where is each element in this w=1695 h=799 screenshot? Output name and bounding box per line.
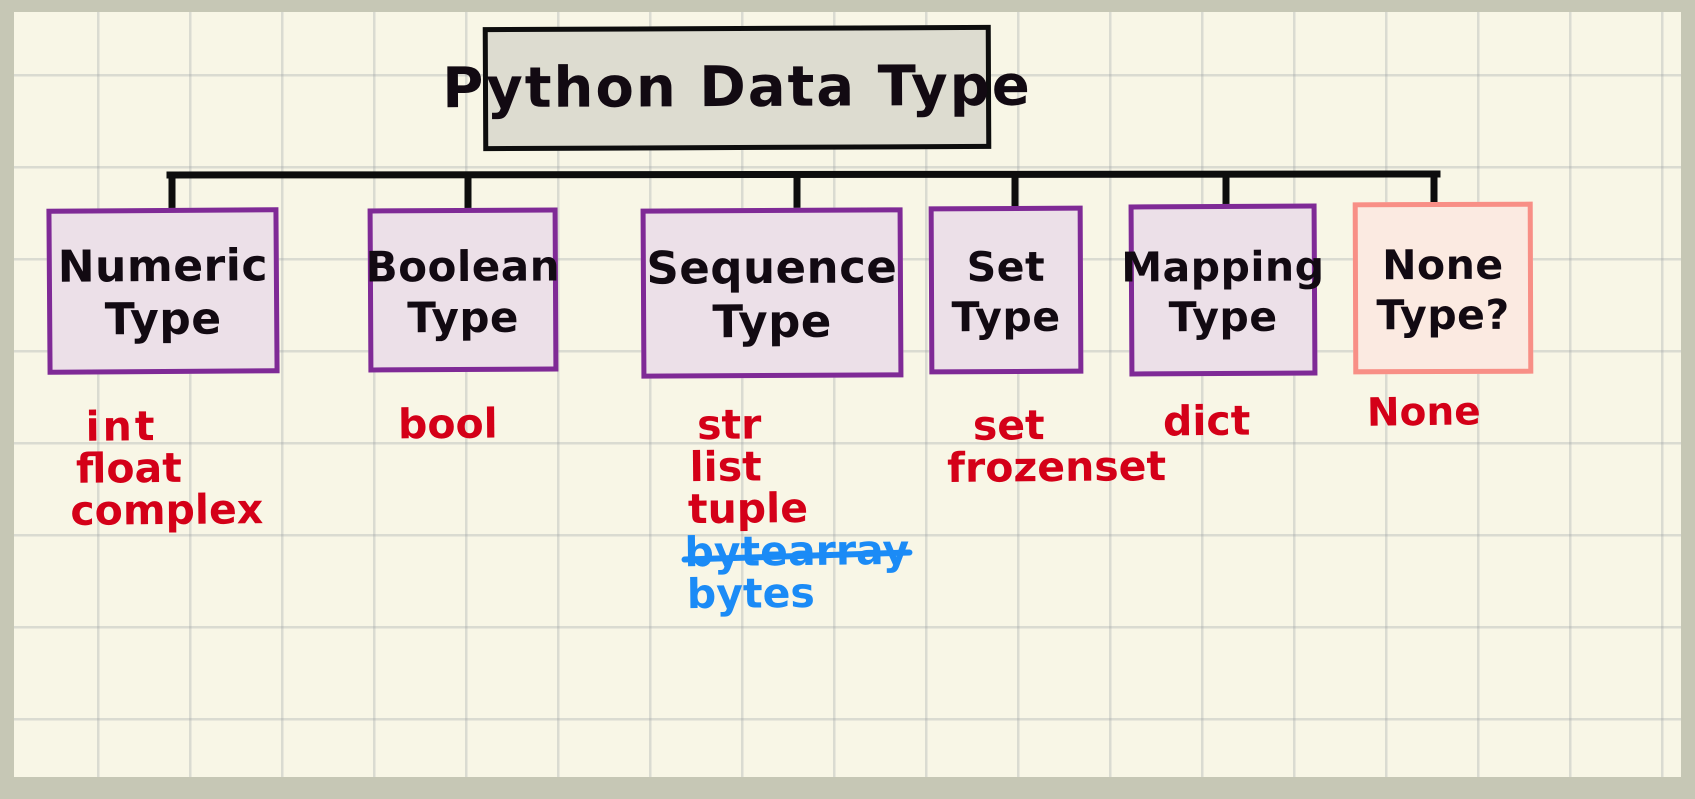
leaf-label-tuple: tuple	[687, 484, 809, 534]
leaf-list-none-type: None	[1366, 389, 1481, 436]
node-none-type-line2: Type?	[1376, 290, 1510, 339]
node-set-type-line2: Type	[951, 292, 1061, 341]
node-none-type-line1: None	[1382, 240, 1504, 290]
leaf-label-complex: complex	[70, 485, 264, 536]
node-boolean-type-line1: Boolean	[365, 241, 561, 292]
leaf-list-mapping-type: dict	[1162, 396, 1251, 446]
node-set-type[interactable]: Set Type	[928, 205, 1084, 375]
node-mapping-type-line1: Mapping	[1121, 242, 1325, 292]
node-boolean-type-line2: Type	[407, 292, 520, 342]
root-node-label: Python Data Type	[442, 53, 1032, 122]
leaf-list-boolean-type: bool	[397, 399, 498, 449]
leaf-label-bytes: bytes	[686, 568, 816, 619]
leaf-label-None: None	[1366, 389, 1481, 436]
node-set-type-line1: Set	[966, 242, 1046, 292]
root-node-python-data-type[interactable]: Python Data Type	[442, 24, 1032, 152]
node-sequence-type-line2: Type	[712, 294, 832, 348]
leaf-label-bool: bool	[397, 399, 498, 449]
leaf-label-dict: dict	[1162, 396, 1251, 446]
node-numeric-type-line1: Numeric	[57, 240, 269, 293]
leaf-label-int: int	[85, 402, 158, 451]
node-sequence-type[interactable]: Sequence Type	[640, 207, 904, 379]
leaf-label-float: float	[75, 444, 183, 494]
node-numeric-type[interactable]: Numeric Type	[46, 207, 280, 375]
leaf-label-str: str	[696, 400, 762, 450]
leaf-label-set: set	[972, 401, 1045, 450]
node-numeric-type-line2: Type	[104, 293, 222, 345]
node-mapping-type[interactable]: Mapping Type	[1121, 203, 1325, 377]
node-none-type[interactable]: None Type?	[1352, 201, 1534, 375]
node-mapping-type-line2: Type	[1168, 292, 1278, 341]
node-boolean-type[interactable]: Boolean Type	[365, 207, 561, 373]
leaf-label-list: list	[689, 442, 762, 492]
leaf-label-frozenset: frozenset	[946, 442, 1167, 493]
node-sequence-type-line1: Sequence	[646, 240, 898, 295]
leaf-label-bytearray: bytearray	[684, 525, 910, 576]
